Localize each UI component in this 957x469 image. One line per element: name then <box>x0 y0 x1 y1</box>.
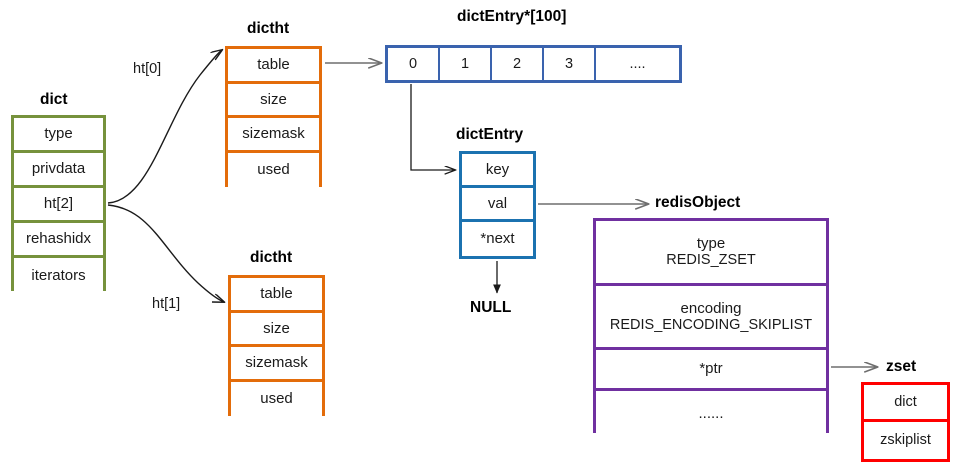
dictentry-field-val: val <box>462 188 533 222</box>
redisobject-struct: type REDIS_ZSET encoding REDIS_ENCODING_… <box>593 218 829 436</box>
dict-field-type: type <box>14 118 103 153</box>
redisobject-more-name: ...... <box>698 404 724 422</box>
redisobject-field-ptr: *ptr <box>596 350 826 391</box>
dict-field-iterators: iterators <box>14 258 103 293</box>
array-cell-ellipsis: .... <box>596 48 679 80</box>
dictht1-field-sizemask: sizemask <box>231 347 322 382</box>
title-array: dictEntry*[100] <box>457 8 567 25</box>
wire-ht1 <box>107 204 224 302</box>
redisobject-type-value: REDIS_ZSET <box>666 252 756 269</box>
dictht1-field-size: size <box>231 312 322 347</box>
zset-field-zskiplist: zskiplist <box>864 422 947 459</box>
zset-field-dict: dict <box>864 385 947 422</box>
redisobject-encoding-value: REDIS_ENCODING_SKIPLIST <box>609 316 813 333</box>
dictht1-field-table: table <box>231 278 322 313</box>
wire-ht0 <box>107 50 222 204</box>
dict-struct: type privdata ht[2] rehashidx iterators <box>11 115 106 293</box>
title-dictht-1: dictht <box>250 249 293 266</box>
array-cell-3: 3 <box>544 48 596 80</box>
dict-field-rehashidx: rehashidx <box>14 223 103 258</box>
dictht0-struct: table size sizemask used <box>225 46 322 187</box>
redisobject-ptr-name: *ptr <box>699 360 723 378</box>
redisobject-field-more: ...... <box>596 391 826 436</box>
redisobject-encoding-name: encoding <box>680 299 742 317</box>
dict-field-privdata: privdata <box>14 153 103 188</box>
dictentry-array: 0 1 2 3 .... <box>385 45 682 83</box>
redisobject-field-type: type REDIS_ZSET <box>596 221 826 286</box>
dictht1-field-used: used <box>231 381 322 416</box>
edge-label-ht0: ht[0] <box>133 61 162 77</box>
redisobject-field-encoding: encoding REDIS_ENCODING_SKIPLIST <box>596 286 826 350</box>
array-cell-2: 2 <box>492 48 544 80</box>
dictht1-struct: table size sizemask used <box>228 275 325 416</box>
dictentry-struct: key val *next <box>459 151 536 259</box>
array-cell-0: 0 <box>388 48 440 80</box>
title-dictht-0: dictht <box>247 20 290 37</box>
wire-array0-to-dictentry <box>410 84 455 170</box>
dictht0-field-size: size <box>228 83 319 118</box>
dictht0-field-table: table <box>228 49 319 84</box>
title-dictentry: dictEntry <box>456 126 524 143</box>
zset-struct: dict zskiplist <box>861 382 950 462</box>
redisobject-type-name: type <box>696 235 726 253</box>
title-zset: zset <box>886 358 917 375</box>
title-redisobject: redisObject <box>655 194 741 211</box>
title-dict: dict <box>40 91 68 108</box>
dictentry-field-next: *next <box>462 222 533 256</box>
dict-field-ht: ht[2] <box>14 188 103 223</box>
null-label: NULL <box>470 299 512 316</box>
dictht0-field-sizemask: sizemask <box>228 118 319 153</box>
array-cell-1: 1 <box>440 48 492 80</box>
dictht0-field-used: used <box>228 152 319 187</box>
dictentry-field-key: key <box>462 154 533 188</box>
edge-label-ht1: ht[1] <box>152 296 181 312</box>
